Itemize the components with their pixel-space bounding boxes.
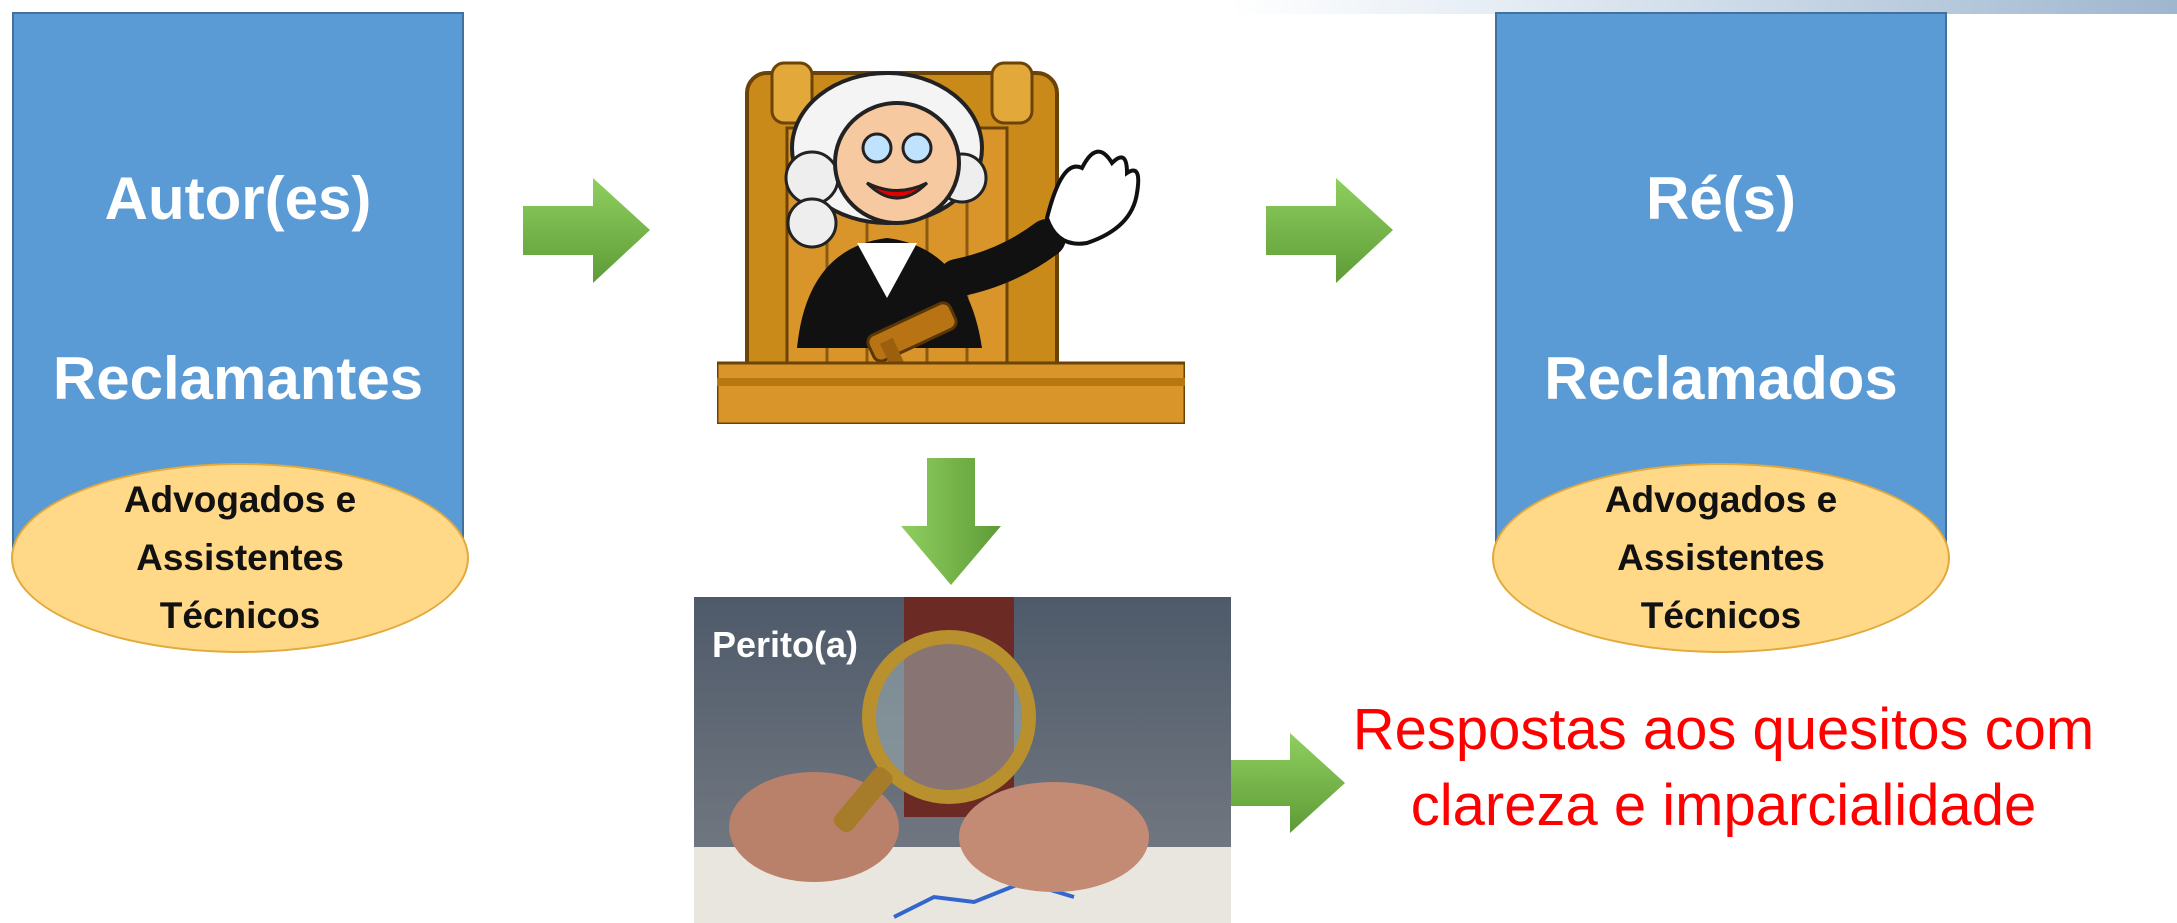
result-line-2: clareza e imparcialidade [1410,773,2037,838]
expert-photo: Perito(a) [694,597,1231,923]
defendants-box: Ré(s) Reclamados [1495,12,1947,552]
arrow-right-icon [1228,733,1345,833]
judge-illustration [717,61,1185,424]
plaintiffs-support-ellipse: Advogados e Assistentes Técnicos [11,463,469,653]
top-decoration-bar [1230,0,2177,14]
defendants-title: Ré(s) [1645,165,1797,232]
defendants-support-ellipse: Advogados e Assistentes Técnicos [1492,463,1950,653]
result-text: Respostas aos quesitos com clareza e imp… [1270,692,2177,844]
plaintiffs-box: Autor(es) Reclamantes [12,12,464,552]
plaintiffs-subtitle: Reclamantes [52,345,424,412]
arrow-down-icon [901,458,1001,585]
arrow-right-icon [523,178,650,283]
expert-magnifier-photo [694,597,1231,923]
defendants-support-text: Advogados e Assistentes Técnicos [1604,479,1838,636]
arrow-right-icon [1266,178,1393,283]
plaintiffs-title: Autor(es) [104,165,372,232]
plaintiffs-support-text: Advogados e Assistentes Técnicos [123,479,357,636]
result-line-1: Respostas aos quesitos com [1352,697,2095,762]
expert-label: Perito(a) [712,624,859,665]
defendants-subtitle: Reclamados [1544,345,1898,412]
